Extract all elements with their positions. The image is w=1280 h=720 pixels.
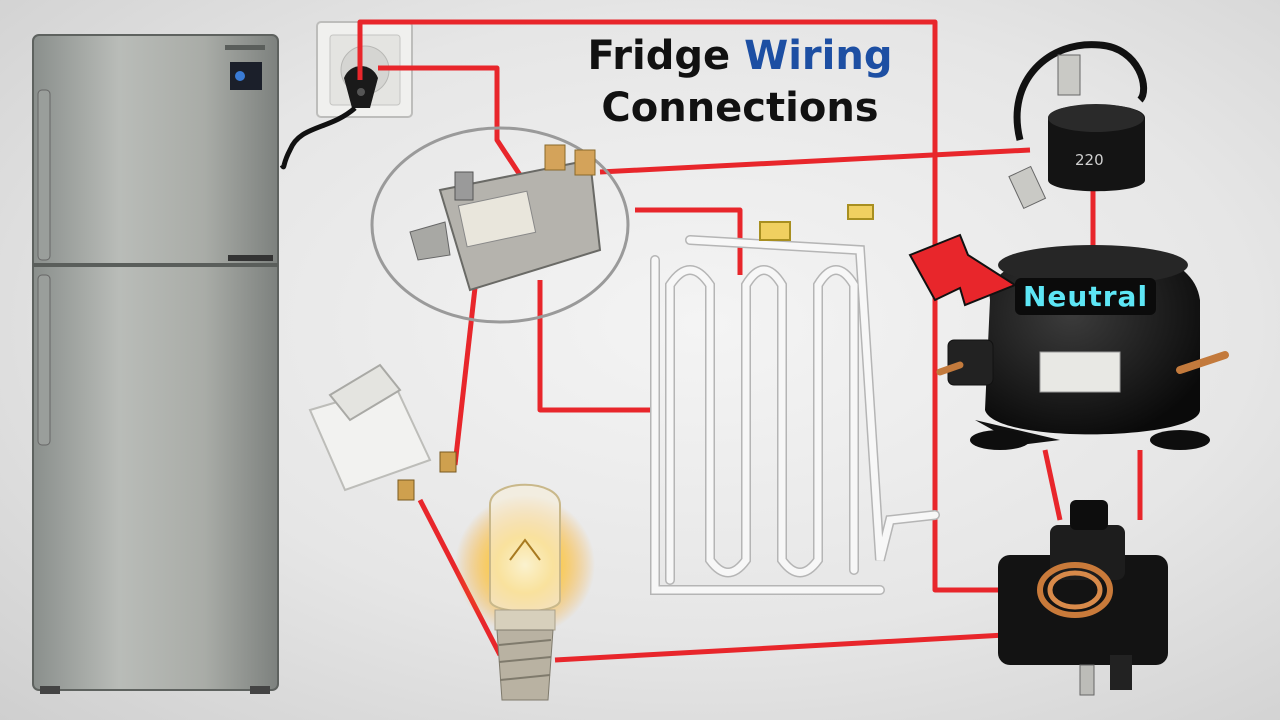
- thermostat: [370, 126, 630, 324]
- evaporator-heater: [650, 204, 940, 595]
- pointer-arrow: [908, 233, 1018, 307]
- refrigerator: [32, 34, 279, 694]
- light-bulb: [455, 483, 595, 701]
- diagram-title: Fridge Wiring Connections: [575, 30, 905, 134]
- relay-coil: [1037, 562, 1113, 618]
- neutral-label: Neutral: [1015, 278, 1157, 315]
- wire-thermostat-lower: [537, 280, 660, 413]
- wire-compressor-relay-a: [1042, 449, 1063, 521]
- title-accent: Wiring: [744, 33, 893, 79]
- wires: [357, 19, 1143, 663]
- relay-button: [1070, 500, 1108, 530]
- ptc-relay: [998, 500, 1168, 696]
- wire-neutral-plug: [378, 65, 523, 177]
- wire-line-main: [357, 19, 1000, 593]
- wire-thermostat-heater: [635, 207, 743, 275]
- wire-thermostat-overload: [599, 147, 1031, 175]
- fridge-door-handle: [37, 274, 51, 446]
- compressor-terminal-box: [947, 339, 994, 386]
- door-switch-button: [328, 363, 402, 422]
- title-line-1: Fridge Wiring: [575, 30, 905, 82]
- thermostat-capillary-tube: [370, 126, 630, 324]
- door-switch: [308, 363, 457, 501]
- freezer-door-handle: [37, 89, 51, 261]
- control-display: [230, 62, 262, 90]
- overload-protector: 220: [1008, 41, 1148, 210]
- title-line-2: Connections: [601, 85, 879, 131]
- thermostat-shaft: [454, 171, 474, 201]
- plug: [279, 66, 378, 170]
- wire-bulb-relay: [554, 632, 1006, 663]
- overload-marking: 220: [1075, 151, 1104, 169]
- title-prefix: Fridge: [587, 33, 731, 79]
- wire-switch: [452, 269, 480, 466]
